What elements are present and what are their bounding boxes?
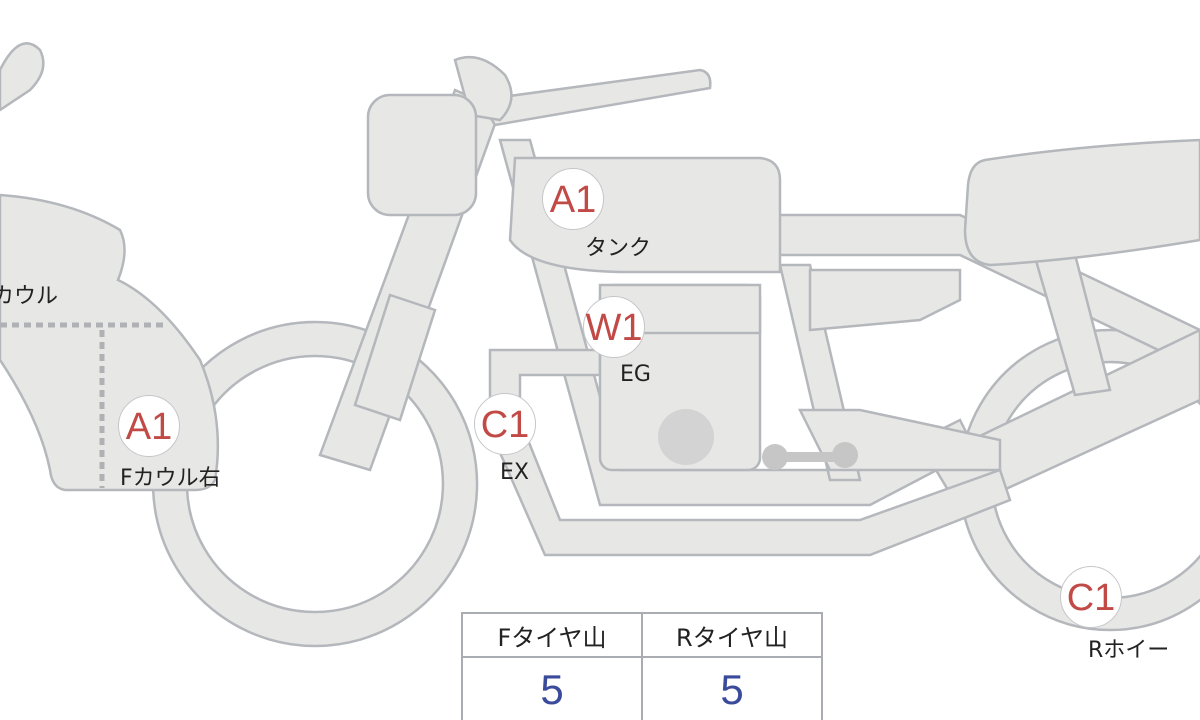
exhaust-grade-badge: C1 bbox=[474, 393, 536, 455]
front-tire-value: 5 bbox=[461, 656, 643, 720]
footpeg bbox=[762, 442, 858, 470]
front-cowl-right-label: Fカウル右 bbox=[120, 466, 221, 491]
cowl-label: カウル bbox=[0, 284, 59, 309]
headlight bbox=[366, 93, 478, 217]
front-cowl-right-grade-badge: A1 bbox=[118, 395, 180, 457]
seat bbox=[963, 138, 1200, 267]
tank-label: タンク bbox=[585, 236, 652, 261]
handlebar bbox=[477, 68, 712, 127]
engine-cover bbox=[658, 409, 714, 465]
rear-wheel-label: Rホイー bbox=[1088, 638, 1170, 663]
front-cowl-right bbox=[0, 193, 220, 492]
fork-tube bbox=[353, 293, 437, 422]
front-tire-header: Fタイヤ山 bbox=[461, 612, 643, 658]
front-cowl bbox=[0, 42, 45, 112]
rear-wheel-grade-badge: C1 bbox=[1060, 566, 1122, 628]
engine-grade-badge: W1 bbox=[583, 296, 645, 358]
rear-tire-header: Rタイヤ山 bbox=[641, 612, 823, 658]
rear-tire-value: 5 bbox=[641, 656, 823, 720]
side-cover bbox=[808, 268, 962, 332]
exhaust-label: EX bbox=[500, 460, 529, 485]
tire-tread-table: Fタイヤ山 Rタイヤ山 5 5 bbox=[461, 612, 823, 720]
tank-grade-badge: A1 bbox=[542, 168, 604, 230]
engine-label: EG bbox=[620, 362, 651, 387]
